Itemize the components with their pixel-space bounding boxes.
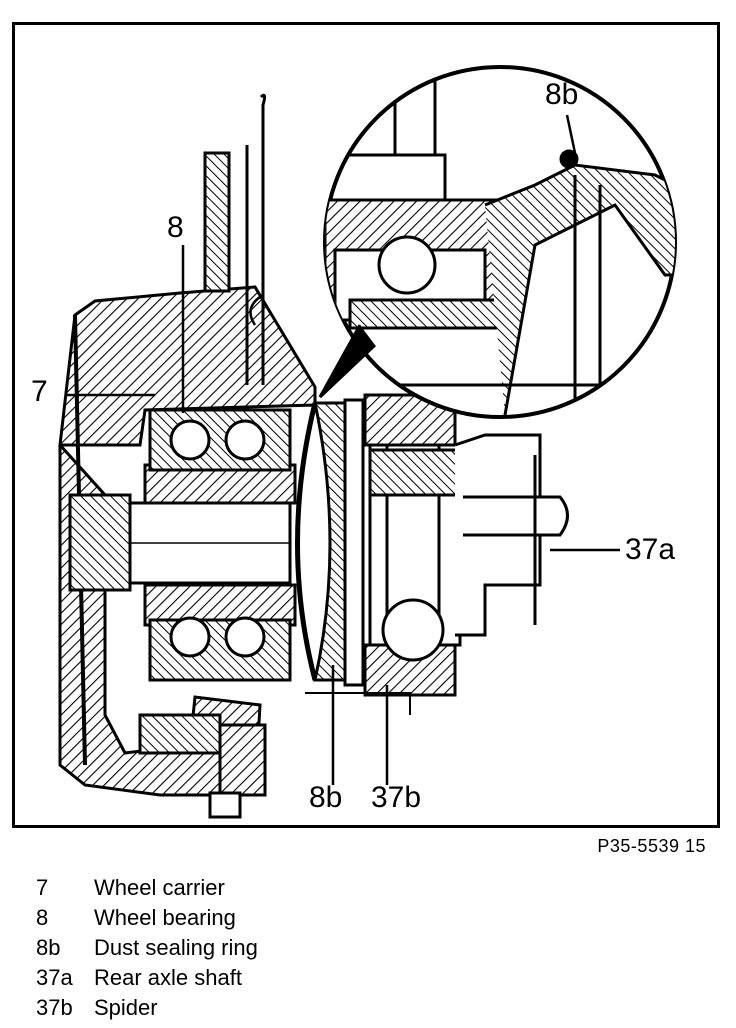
technical-drawing: 8 7 8b 37a 8b 37b [12, 22, 720, 828]
legend-item: 37b Spider [36, 993, 258, 1023]
legend-number: 8b [36, 935, 61, 960]
axle-stub [68, 463, 297, 627]
leader-lines [65, 114, 620, 785]
inset-detail [318, 65, 677, 419]
legend-number: 37b [36, 995, 73, 1020]
legend-item: 8b Dust sealing ring [36, 933, 258, 963]
legend-number: 37a [36, 965, 73, 990]
legend-label: Spider [94, 995, 158, 1020]
legend-label: Wheel bearing [94, 905, 236, 930]
legend-number: 8 [36, 905, 49, 930]
wheel-carrier-cross-section [58, 65, 677, 819]
callout-8b-inset: 8b [545, 78, 579, 111]
callout-8b-bottom: 8b [309, 781, 343, 814]
legend: 7 Wheel carrier 8 Wheel bearing 8b Dust … [36, 873, 258, 1023]
reference-code: P35-5539 15 [597, 836, 706, 856]
lower-bolt [138, 692, 411, 819]
spider-joint [295, 393, 472, 697]
legend-label: Wheel carrier [94, 875, 225, 900]
wheel-bearing [148, 408, 292, 682]
callout-37a: 37a [625, 533, 676, 566]
legend-item: 37a Rear axle shaft [36, 963, 258, 993]
rear-axle-shaft [454, 433, 569, 637]
callout-7: 7 [31, 375, 48, 408]
callout-8: 8 [167, 211, 184, 244]
legend-number: 7 [36, 875, 49, 900]
legend-item: 7 Wheel carrier [36, 873, 258, 903]
legend-label: Rear axle shaft [94, 965, 242, 990]
callout-37b: 37b [371, 781, 422, 814]
legend-label: Dust sealing ring [94, 935, 258, 960]
legend-item: 8 Wheel bearing [36, 903, 258, 933]
